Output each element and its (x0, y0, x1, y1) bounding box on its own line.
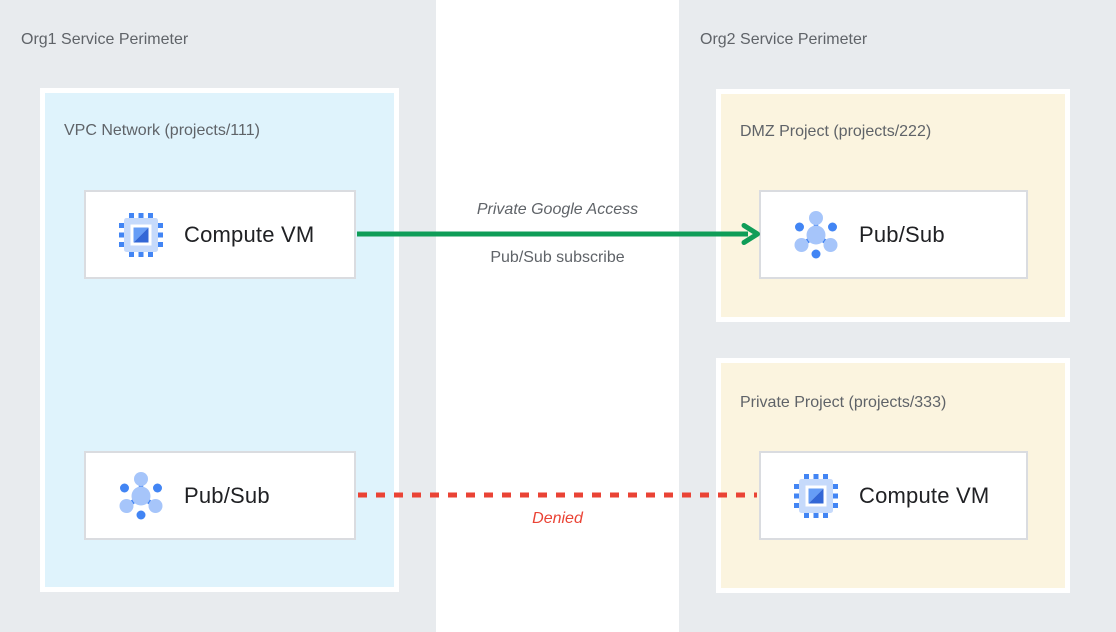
private-google-access-label: Private Google Access (476, 201, 639, 218)
org1-perimeter: Org1 Service Perimeter VPC Network (proj… (0, 0, 436, 632)
private-project-title: Private Project (projects/333) (740, 394, 947, 411)
org2-pubsub-node: Pub/Sub (759, 190, 1028, 279)
org2-perimeter: Org2 Service Perimeter DMZ Project (proj… (679, 0, 1116, 632)
org1-pubsub-node: Pub/Sub (84, 451, 356, 540)
org2-pubsub-label: Pub/Sub (859, 221, 945, 247)
org1-pubsub-label: Pub/Sub (184, 482, 270, 508)
org1-perimeter-title: Org1 Service Perimeter (21, 31, 189, 48)
dmz-project-title: DMZ Project (projects/222) (740, 123, 932, 140)
pubsub-icon (794, 210, 838, 258)
compute-vm-icon (794, 473, 838, 518)
pubsub-icon (119, 471, 163, 519)
compute-vm-icon (119, 212, 163, 257)
org2-compute-vm-node: Compute VM (759, 451, 1028, 540)
denied-label: Denied (532, 510, 583, 527)
pubsub-subscribe-label: Pub/Sub subscribe (490, 249, 625, 266)
org2-perimeter-title: Org2 Service Perimeter (700, 31, 868, 48)
org2-compute-vm-label: Compute VM (859, 482, 990, 508)
org1-compute-vm-node: Compute VM (84, 190, 356, 279)
org1-compute-vm-label: Compute VM (184, 221, 315, 247)
vpc-network-title: VPC Network (projects/111) (64, 122, 260, 139)
